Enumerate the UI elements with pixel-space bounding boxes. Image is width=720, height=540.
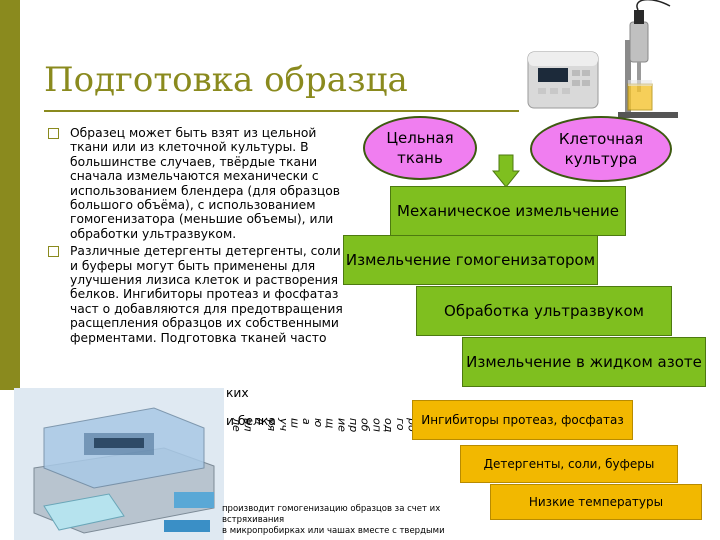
- bullet-text: Образец может быть взят из цельной ткани…: [70, 126, 341, 241]
- down-arrow-icon: [492, 154, 520, 188]
- bullet-list: Образец может быть взят из цельной ткани…: [48, 126, 348, 348]
- bullet-marker-icon: [48, 128, 59, 139]
- bullet-tail-fragment: ких: [226, 386, 249, 400]
- vertical-text-fragment: вл: [241, 418, 255, 432]
- additive-protease-inhibitors: Ингибиторы протеаз, фосфатаз: [412, 400, 633, 440]
- slide-accent-bar: [0, 0, 20, 390]
- vertical-text-fragment: щ: [323, 418, 337, 429]
- vertical-text-fragment: об: [358, 418, 372, 432]
- image-caption: производит гомогенизацию образцов за сче…: [222, 504, 482, 537]
- vertical-text-fragment: ие: [335, 418, 349, 432]
- bullet-item: Образец может быть взят из цельной ткани…: [48, 126, 348, 241]
- vertical-text-fragment: го: [393, 418, 407, 431]
- additive-detergents-salts: Детергенты, соли, буферы: [460, 445, 678, 483]
- caption-line: производит гомогенизацию образцов за сче…: [222, 504, 441, 525]
- vertical-text-fragment: од: [382, 418, 396, 433]
- vertical-text-fragment: а: [300, 418, 314, 425]
- vertical-text-fragment: ш: [288, 418, 302, 429]
- step-liquid-nitrogen: Измельчение в жидком азоте: [462, 337, 706, 387]
- vertical-text-fragment: уч: [276, 418, 290, 432]
- vertical-text-fragment: уя: [265, 418, 279, 432]
- source-cell-culture: Клеточная культура: [530, 116, 672, 182]
- additive-low-temperature: Низкие температуры: [490, 484, 702, 520]
- bullet-text: Различные детергенты детергенты, соли и …: [70, 244, 343, 345]
- source-whole-tissue: Цельная ткань: [363, 116, 477, 180]
- vertical-text-fragment: я: [253, 418, 267, 425]
- vertical-text-fragment: пр: [347, 418, 360, 433]
- vertical-text-fragment: оп: [370, 418, 384, 432]
- vertical-text-fragment: ле: [230, 418, 243, 432]
- step-homogenizer: Измельчение гомогенизатором: [343, 235, 598, 285]
- title-underline: [44, 110, 519, 112]
- bead-mill-homogenizer-image: [14, 388, 224, 540]
- bullet-item: Различные детергенты детергенты, соли и …: [48, 244, 348, 345]
- slide-title: Подготовка образца: [44, 60, 408, 100]
- vertical-text-fragment: ю: [311, 418, 325, 428]
- sonicator-image: [527, 0, 678, 118]
- bullet-marker-icon: [48, 246, 59, 258]
- step-mechanical-grinding: Механическое измельчение: [390, 186, 626, 236]
- step-ultrasound: Обработка ультразвуком: [416, 286, 672, 336]
- caption-line: в микропробирках или чашах вместе с твер…: [222, 526, 445, 536]
- bullet-tail-fragment: и белка: [226, 414, 276, 428]
